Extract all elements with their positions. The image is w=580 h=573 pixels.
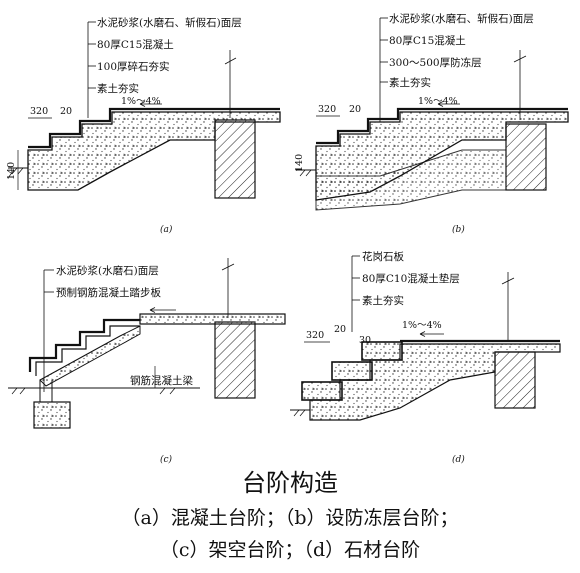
panel-b-caption: (b): [452, 224, 465, 235]
panel-a-concrete: [27, 111, 281, 191]
panel-a-wall: [214, 119, 256, 199]
panel-d-dim-320: 320: [306, 330, 324, 341]
panel-a: 水泥砂浆(水磨石、斩假石)面层 80厚C15混凝土 100厚碎石夯实 素土夯实 …: [6, 16, 281, 235]
panel-a-label-3: 100厚碎石夯实: [97, 60, 170, 73]
caption-line-1: （a）混凝土台阶；（b）设防冻层台阶；: [121, 507, 459, 529]
panel-d-label-3: 素土夯实: [362, 294, 404, 307]
panel-a-label-4: 素土夯实: [97, 82, 139, 95]
panel-c-footing: [33, 401, 71, 429]
panel-d-caption: (d): [452, 454, 465, 465]
caption-line-2: （c）架空台阶；（d）石材台阶: [159, 539, 421, 561]
panel-a-dim-320: 320: [30, 106, 48, 117]
panel-a-dim-20: 20: [60, 106, 72, 117]
panel-d-slope: 1%～4%: [402, 320, 442, 331]
panel-a-slope: 1%～4%: [121, 96, 161, 107]
panel-d-dim-20: 20: [334, 324, 346, 335]
panel-b: 水泥砂浆(水磨石、斩假石)面层 80厚C15混凝土 300～500厚防冻层 素土…: [294, 12, 569, 235]
panel-c: 水泥砂浆(水磨石)面层 预制钢筋混凝土踏步板 钢筋混凝土梁 (c): [8, 258, 286, 465]
panel-b-dim-20: 20: [349, 104, 361, 115]
panel-b-label-4: 素土夯实: [389, 76, 431, 89]
panel-a-label-1: 水泥砂浆(水磨石、斩假石)面层: [97, 16, 242, 29]
panel-c-wall: [214, 321, 256, 399]
panel-d-dim-30: 30: [359, 335, 371, 346]
panel-b-label-3: 300～500厚防冻层: [389, 56, 482, 69]
panel-a-caption: (a): [160, 224, 173, 235]
panel-c-label-2: 预制钢筋混凝土踏步板: [56, 286, 161, 299]
panel-b-dim-140: 140: [294, 154, 305, 172]
panel-d: 花岗石板 80厚C10混凝土垫层 素土夯实 320 20 30 1%～4% (d…: [290, 250, 561, 465]
panel-a-dim-140: 140: [6, 162, 17, 180]
panel-b-wall: [505, 123, 547, 191]
panel-d-label-2: 80厚C10混凝土垫层: [362, 272, 460, 285]
panel-d-label-1: 花岗石板: [362, 250, 404, 263]
panel-c-label-1: 水泥砂浆(水磨石)面层: [56, 264, 159, 277]
panel-b-slope: 1%～4%: [418, 96, 458, 107]
panel-c-beam-label: 钢筋混凝土梁: [130, 374, 193, 387]
panel-b-label-2: 80厚C15混凝土: [389, 34, 466, 47]
panel-a-label-2: 80厚C15混凝土: [97, 38, 174, 51]
panel-b-label-1: 水泥砂浆(水磨石、斩假石)面层: [389, 12, 534, 25]
panel-c-caption: (c): [160, 454, 173, 465]
panel-b-dim-320: 320: [318, 104, 336, 115]
figure-title: 台阶构造: [242, 469, 338, 497]
panel-d-wall: [494, 351, 536, 409]
